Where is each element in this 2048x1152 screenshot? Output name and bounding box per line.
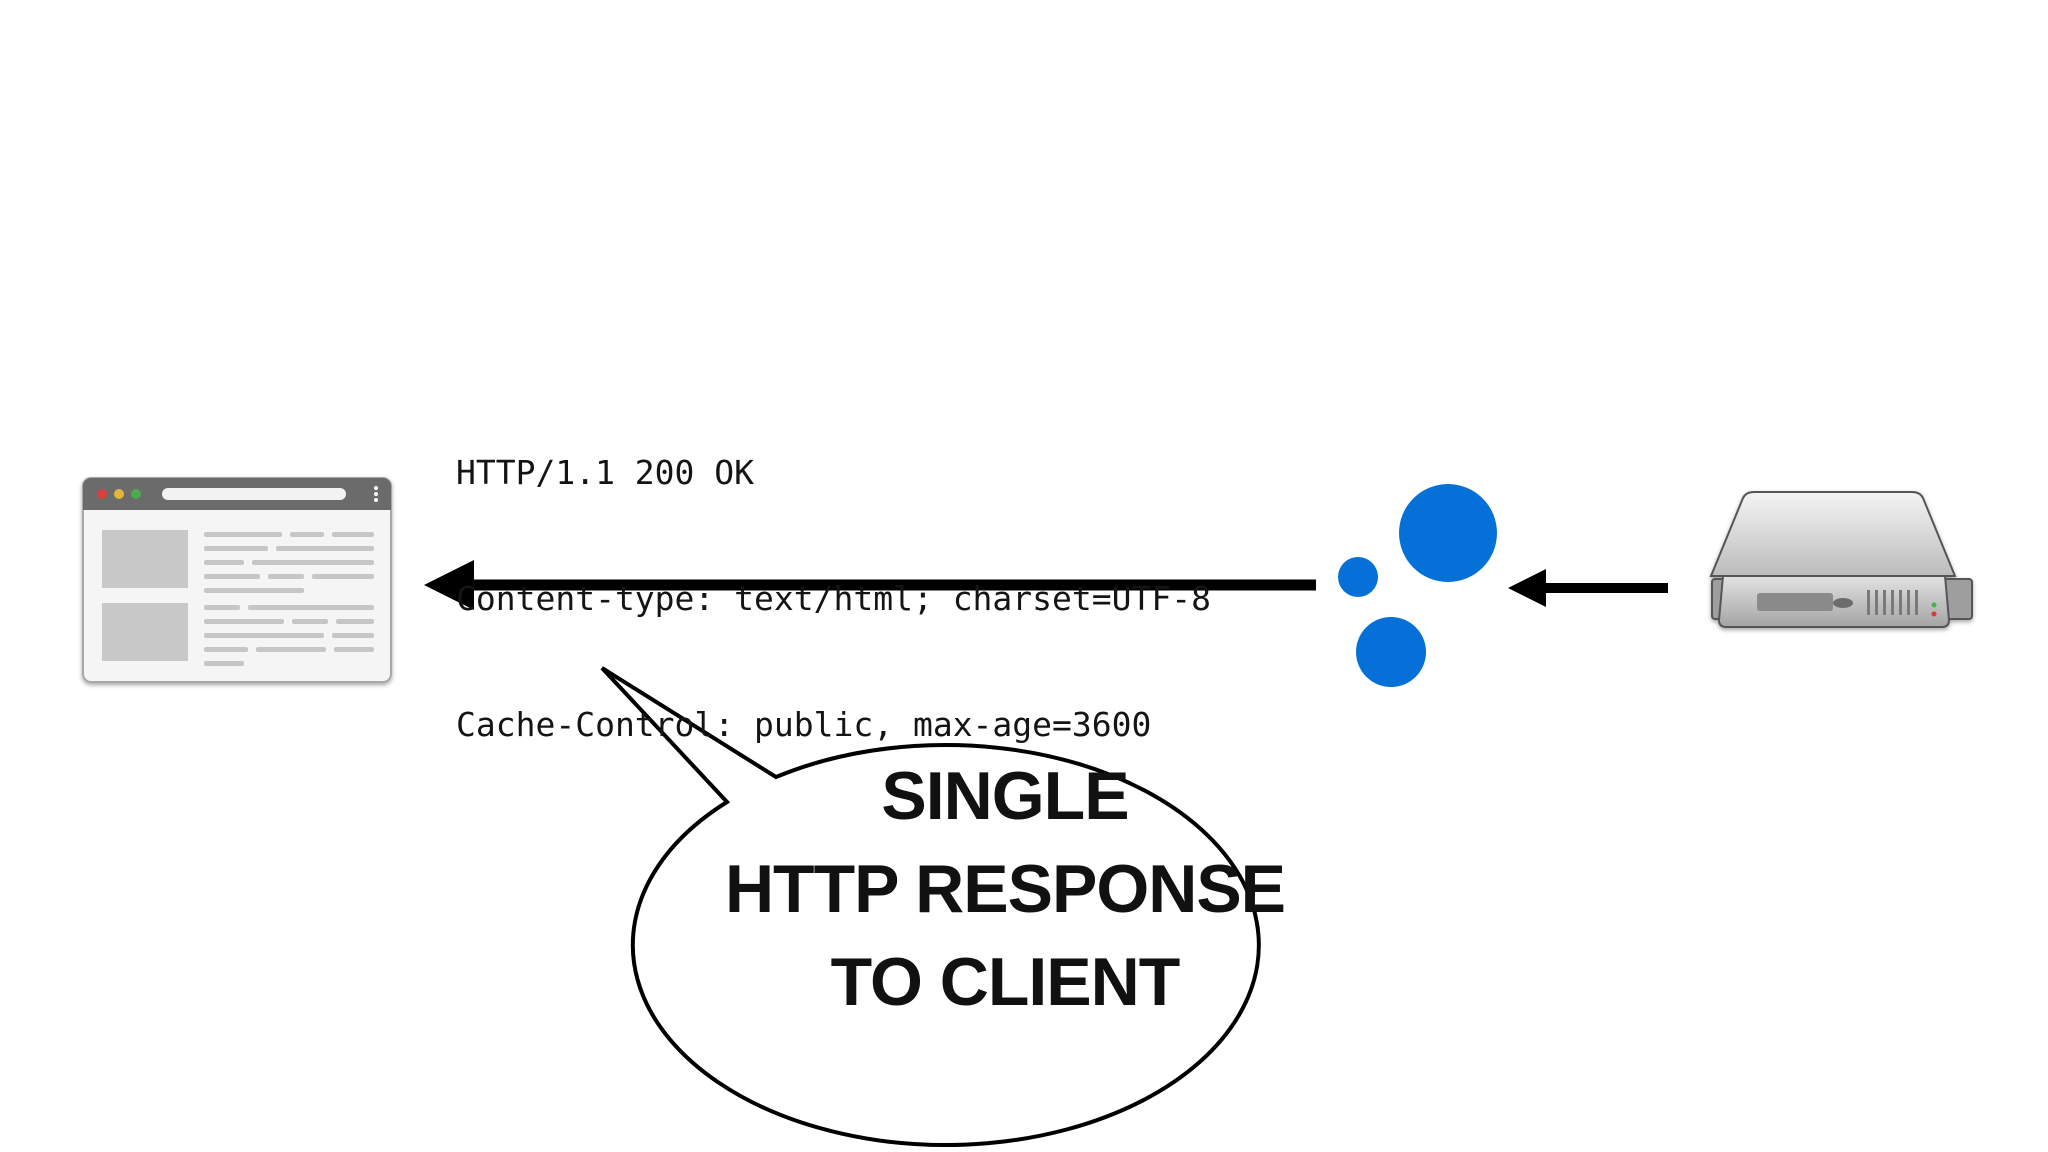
caption-line-1: SINGLE xyxy=(881,758,1129,834)
server-icon xyxy=(1709,491,1973,628)
speech-bubble xyxy=(600,666,1261,1147)
response-arrow-from-server xyxy=(1508,569,1668,607)
blue-dots-logo-icon xyxy=(1338,484,1497,687)
cache-control-header: Cache-Control: public, max-age=3600 xyxy=(456,705,1152,744)
status-line: HTTP/1.1 200 OK xyxy=(456,453,755,492)
http-response-headers: HTTP/1.1 200 OK Content-type: text/html;… xyxy=(456,368,1211,830)
caption-line-2: HTTP RESPONSE xyxy=(724,851,1286,927)
content-type-header: Content-type: text/html; charset=UTF-8 xyxy=(456,579,1211,618)
response-arrow-to-client xyxy=(424,560,1316,610)
browser-window-icon xyxy=(82,477,392,683)
speech-bubble-caption: SINGLE HTTP RESPONSE TO CLIENT xyxy=(690,750,1320,1029)
caption-line-3: TO CLIENT xyxy=(830,944,1181,1020)
